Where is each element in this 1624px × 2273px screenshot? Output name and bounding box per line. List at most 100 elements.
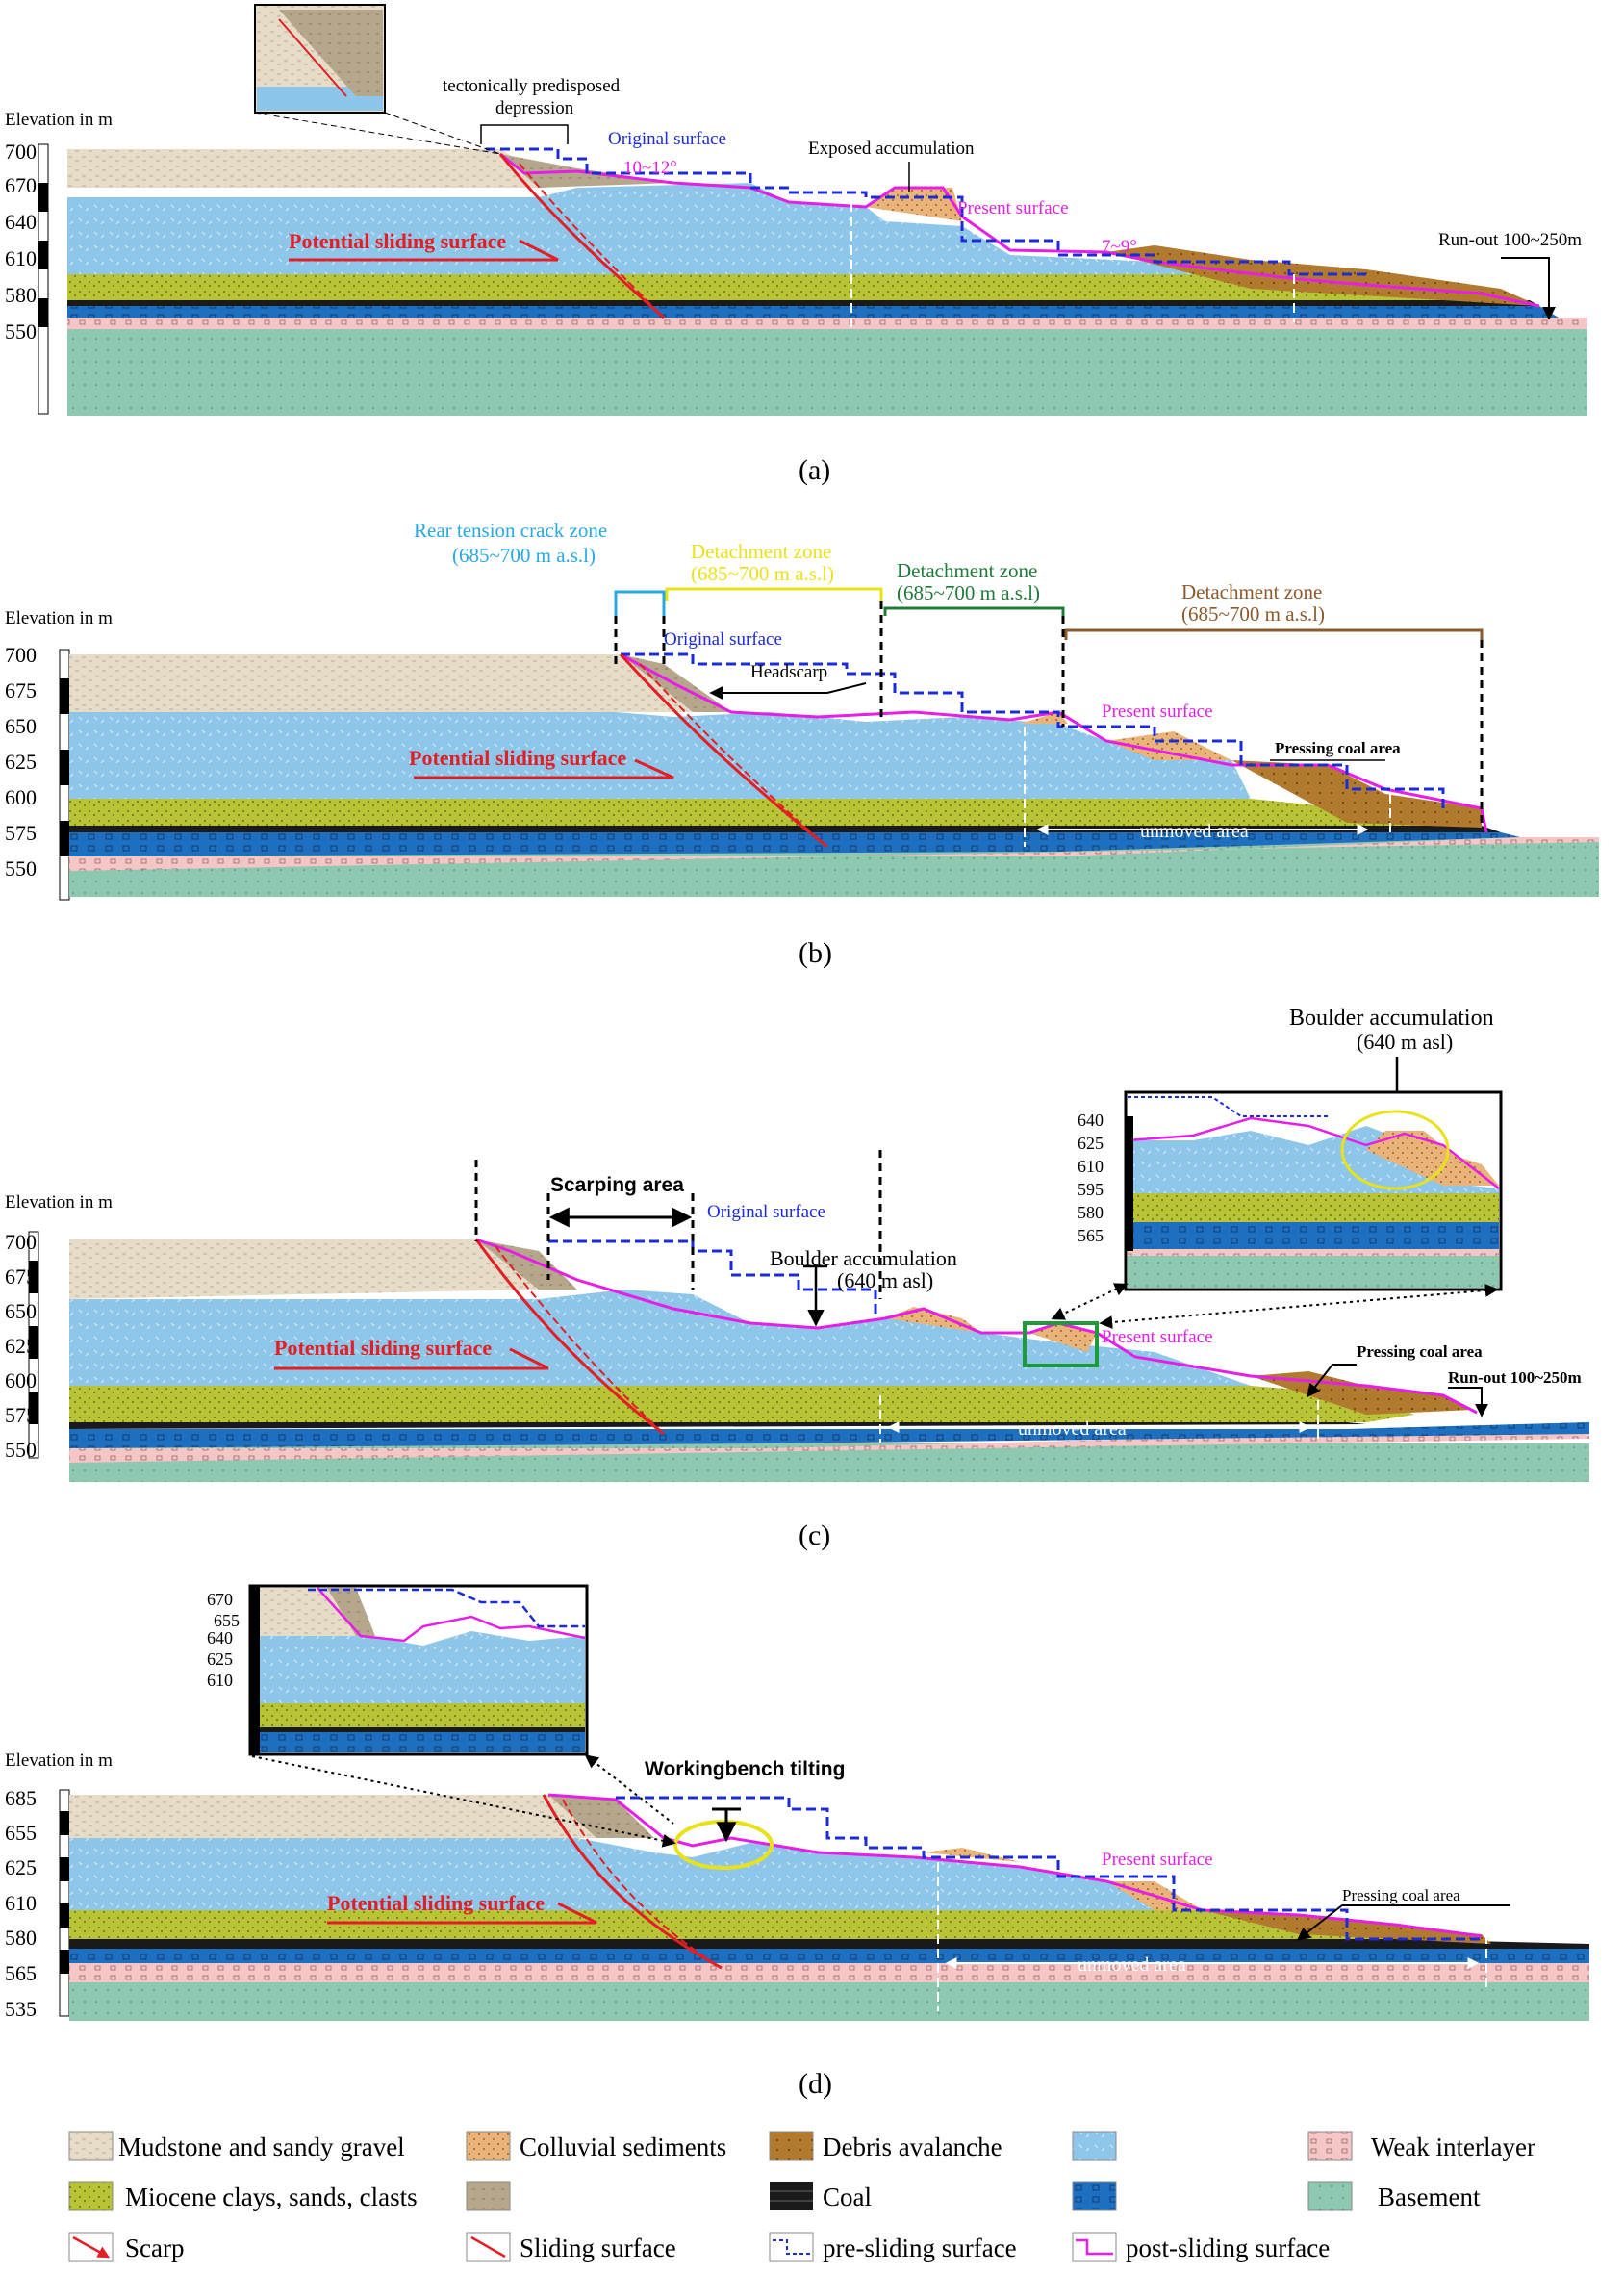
- inset-c-tick-3: 595: [1078, 1180, 1104, 1199]
- tick-a-5: 550: [5, 319, 37, 344]
- elevation-title-c: Elevation in m: [5, 1192, 113, 1213]
- det1-label: Detachment zone: [691, 540, 831, 563]
- tick-b-6: 550: [5, 856, 37, 881]
- caption-c: (c): [799, 1520, 830, 1551]
- legend-label-weak: Weak interlayer: [1371, 2133, 1535, 2161]
- legend-label-mudstone: Mudstone and sandy gravel: [118, 2133, 405, 2161]
- elevation-scale-b: [59, 649, 70, 901]
- angle-top-label: 10~12°: [623, 158, 677, 178]
- inset-d-leader-2: [584, 1754, 674, 1825]
- boulder-elev-c: (640 m asl): [837, 1268, 933, 1292]
- legend-label-debris: Debris avalanche: [823, 2133, 1002, 2161]
- elevation-title-b: Elevation in m: [5, 608, 113, 628]
- det3-label: Detachment zone: [1181, 580, 1322, 603]
- tick-b-0: 700: [5, 643, 37, 667]
- depression-label: depression: [495, 98, 574, 118]
- strata-d: [69, 1795, 1589, 2021]
- elevation-scale-a: [38, 143, 49, 415]
- tick-b-2: 650: [5, 714, 37, 738]
- legend-label-basement: Basement: [1378, 2183, 1481, 2211]
- tick-a-4: 580: [5, 283, 37, 307]
- sliding-surface-dash-b: [639, 663, 828, 848]
- legend-swatch-mudstone: [68, 2131, 114, 2161]
- det3-bracket: [1064, 628, 1484, 640]
- present-surface-label-c: Present surface: [1102, 1327, 1213, 1347]
- pressing-coal-label-d: Pressing coal area: [1342, 1886, 1460, 1904]
- inset-d: [248, 1584, 589, 1756]
- panel-a: Elevation in m 700 670 640 610 580 550 P…: [5, 4, 1587, 486]
- original-surface-line-a: [486, 147, 1366, 276]
- scarping-label: Scarping area: [550, 1174, 684, 1196]
- panel-b: Elevation in m 700 675 650 625 600 575 5…: [5, 519, 1599, 969]
- tick-c-4: 600: [5, 1368, 37, 1392]
- tick-a-2: 640: [5, 210, 37, 234]
- elevation-title-d: Elevation in m: [5, 1750, 113, 1771]
- sliding-surface-arrow-c: [274, 1347, 549, 1370]
- legend: Mudstone and sandy gravel Colluvial sedi…: [68, 2131, 1535, 2262]
- inset-d-tick-2: 640: [207, 1628, 233, 1647]
- elevation-title-a: Elevation in m: [5, 110, 113, 130]
- tick-d-0: 685: [5, 1786, 37, 1810]
- det3-range: (685~700 m a.s.l): [1181, 602, 1325, 626]
- legend-label-colluvial: Colluvial sediments: [520, 2133, 726, 2161]
- inset-c-elev: (640 m asl): [1357, 1030, 1453, 1054]
- caption-b: (b): [799, 937, 832, 969]
- tick-d-3: 610: [5, 1891, 37, 1915]
- legend-swatch-debris: [769, 2131, 814, 2161]
- legend-swatch-blue-dark: [1072, 2181, 1117, 2211]
- det2-bracket: [883, 606, 1065, 616]
- inset-d-leader-1: [251, 1755, 676, 1848]
- pressing-coal-arrow-d: [1296, 1904, 1510, 1941]
- unmoved-label-c: unmoved area: [1018, 1418, 1127, 1440]
- sliding-surface-b: [619, 652, 828, 849]
- legend-swatch-basement: [1307, 2181, 1353, 2211]
- headscarp-arrow: [709, 682, 867, 700]
- elevation-scale-d: [59, 1789, 70, 2017]
- runout-arrow-c: [1448, 1387, 1488, 1417]
- workingbench-arrow: [712, 1807, 741, 1838]
- strata-c: [69, 1239, 1589, 1482]
- tick-b-5: 575: [5, 821, 37, 845]
- runout-label-a: Run-out 100~250m: [1438, 230, 1582, 250]
- sliding-label-a: Potential sliding surface: [289, 229, 506, 253]
- scarp-icon: [68, 2232, 114, 2262]
- inset-c-tick-0: 640: [1078, 1111, 1104, 1130]
- sliding-surface-a: [498, 153, 665, 319]
- inset-c-tick-4: 580: [1078, 1203, 1104, 1222]
- depression-bracket: [480, 124, 569, 144]
- inset-c-tick-2: 610: [1078, 1157, 1104, 1176]
- tick-c-5: 575: [5, 1403, 37, 1427]
- elevation-scale-c: [28, 1231, 39, 1459]
- unmoved-label-d: unmoved area: [1078, 1954, 1186, 1976]
- sliding-label-b: Potential sliding surface: [409, 746, 626, 770]
- ticks-a: 700 670 640 610 580 550: [5, 140, 37, 344]
- headscarp-label: Headscarp: [750, 662, 827, 682]
- tick-a-0: 700: [5, 140, 37, 164]
- boulder-arrow-c: [803, 1264, 827, 1323]
- rear-zone-range: (685~700 m a.s.l): [452, 544, 596, 567]
- original-surface-line-d: [616, 1796, 1482, 1941]
- legend-swatch-weak: [1307, 2131, 1353, 2161]
- boulder-label-c: Boulder accumulation: [770, 1246, 957, 1270]
- det2-label: Detachment zone: [897, 559, 1037, 582]
- original-surface-line-b: [621, 652, 1445, 808]
- sliding-surface-dash-a: [519, 163, 665, 319]
- original-surface-label-a: Original surface: [608, 129, 726, 149]
- strata-a: [67, 149, 1587, 416]
- inset-a: [254, 4, 386, 114]
- pressing-coal-arrow-c: [1307, 1364, 1357, 1398]
- rear-zone-bracket: [614, 590, 666, 616]
- det1-range: (685~700 m a.s.l): [691, 562, 834, 585]
- legend-label-sliding: Sliding surface: [520, 2234, 676, 2262]
- det2-range: (685~700 m a.s.l): [897, 581, 1040, 604]
- original-surface-label-b: Original surface: [664, 629, 782, 650]
- inset-a-leader-2: [384, 112, 501, 155]
- inset-c-title: Boulder accumulation: [1289, 1006, 1494, 1031]
- tick-d-2: 625: [5, 1855, 37, 1879]
- legend-label-post-sliding: post-sliding surface: [1126, 2234, 1330, 2262]
- present-surface-label-b: Present surface: [1102, 702, 1213, 722]
- legend-label-coal: Coal: [823, 2183, 872, 2211]
- present-surface-line-a: [499, 152, 1540, 308]
- tick-b-3: 625: [5, 750, 37, 774]
- inset-c-tick-1: 625: [1078, 1134, 1104, 1153]
